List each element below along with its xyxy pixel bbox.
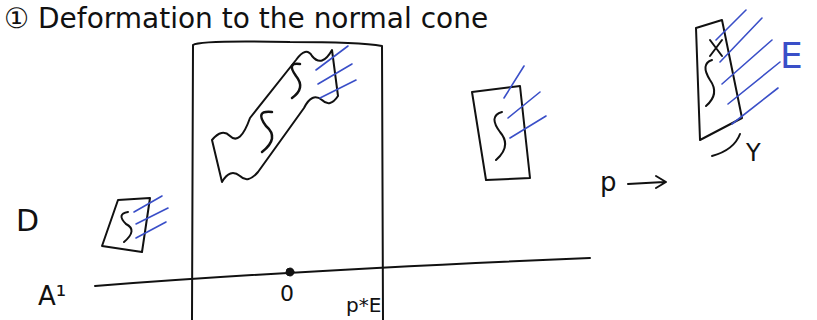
bundle-label: p*E xyxy=(346,294,381,316)
space-label: Y xyxy=(746,140,761,166)
bundle-label: E xyxy=(780,36,803,76)
deformation-band xyxy=(212,46,356,182)
map-arrow xyxy=(628,176,666,188)
space-label: D xyxy=(16,204,39,237)
region-box xyxy=(192,41,383,320)
axis-line xyxy=(95,258,590,286)
map-label: p xyxy=(600,168,617,197)
origin-dot xyxy=(286,268,294,276)
heading: ① Deformation to the normal cone xyxy=(4,4,488,35)
point-label: 0 xyxy=(280,282,294,306)
fiber-right xyxy=(696,10,780,156)
fiber-left xyxy=(102,196,168,252)
fiber-middle xyxy=(472,66,546,180)
line-label: A¹ xyxy=(38,282,66,311)
